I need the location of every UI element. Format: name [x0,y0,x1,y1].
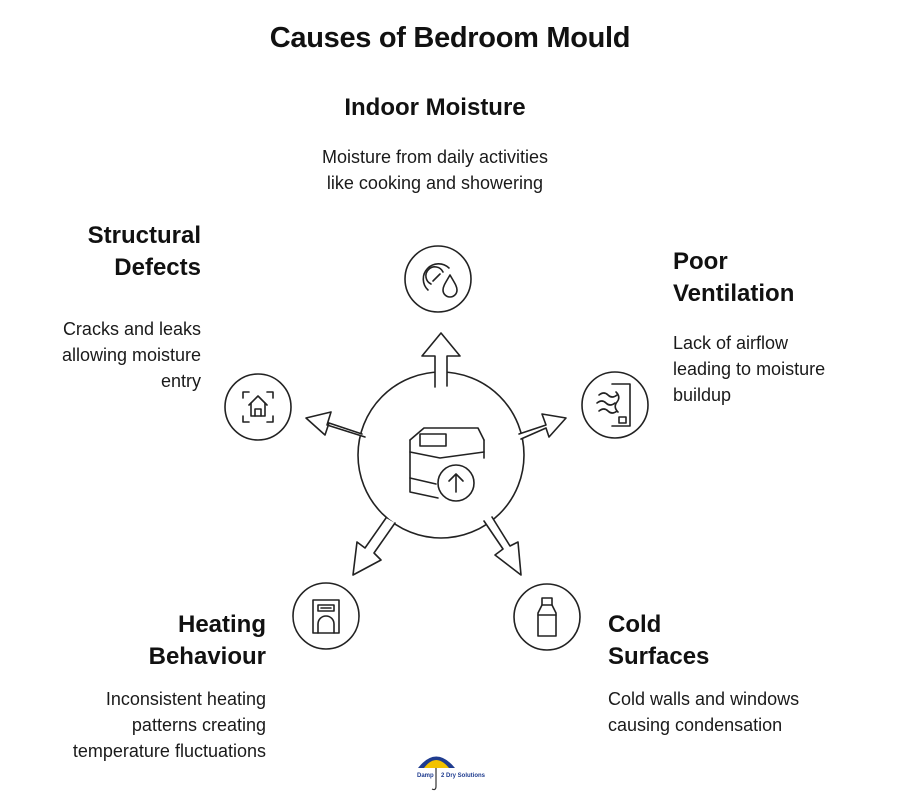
description-line: Cracks and leaks [62,319,201,339]
cause-structural-defects-heading: Structural Defects [0,220,201,284]
airflow-wall-icon [596,383,631,427]
description-line: allowing moisture [61,345,201,365]
cold-surfaces-icon-circle [513,583,581,651]
humidity-gauge-icon [422,263,458,298]
description-line: entry [160,371,201,391]
cause-heading-line: Heating [177,611,266,638]
description-line: temperature fluctuations [72,741,266,761]
cause-description: Moisture from daily activities like cook… [250,144,620,196]
company-logo: Damp 2 Dry Solutions [417,756,486,791]
cause-poor-ventilation-heading: Poor Ventilation [673,246,893,310]
arrow-upper-right [518,413,567,440]
cause-cold-surfaces-description: Cold walls and windows causing condensat… [608,686,888,738]
indoor-moisture-icon-circle [404,245,472,313]
arrow-lower-left [352,517,396,576]
center-circle [357,371,525,539]
cause-heading-line: Poor [673,248,728,275]
description-line: Cold walls and windows [608,689,800,709]
structural-defects-icon-circle [224,373,292,441]
cause-structural-defects-description: Cracks and leaks allowing moisture entry [0,316,201,394]
cause-poor-ventilation-description: Lack of airflow leading to moisture buil… [673,330,893,408]
cause-heading-line: Structural [87,222,201,249]
description-line: patterns creating [131,715,266,735]
svg-text:2 Dry Solutions: 2 Dry Solutions [441,773,486,779]
description-line: Moisture from daily activities [321,147,549,167]
house-scan-icon [242,391,274,423]
logo-text: Damp [417,773,434,779]
arrow-lower-right [483,516,522,576]
description-line: leading to moisture [673,359,826,379]
description-line: Inconsistent heating [105,689,266,709]
cause-heating-behaviour-description: Inconsistent heating patterns creating t… [0,686,266,764]
arrow-upper-left [305,411,366,438]
bottle-icon [537,597,557,637]
description-line: Lack of airflow [673,333,789,353]
cause-heading-line: Ventilation [673,280,795,307]
cause-heating-behaviour-heading: Heating Behaviour [0,609,266,673]
bed-upload-icon [409,427,485,502]
cause-heading-line: Cold [608,611,662,638]
heater-icon [312,599,340,634]
arrow-up [421,332,461,388]
description-line: causing condensation [608,715,783,735]
diagram-title: Causes of Bedroom Mould [269,22,631,54]
description-line: buildup [673,385,732,405]
cause-heading-line: Defects [114,254,201,281]
cause-cold-surfaces-heading: Cold Surfaces [608,609,888,673]
cause-heading-line: Surfaces [608,643,710,670]
cause-heading: Indoor Moisture [344,94,526,121]
cause-heading-line: Behaviour [148,643,266,670]
cause-indoor-moisture: Indoor Moisture Moisture from daily acti… [250,92,620,196]
description-line: like cooking and showering [326,173,544,193]
